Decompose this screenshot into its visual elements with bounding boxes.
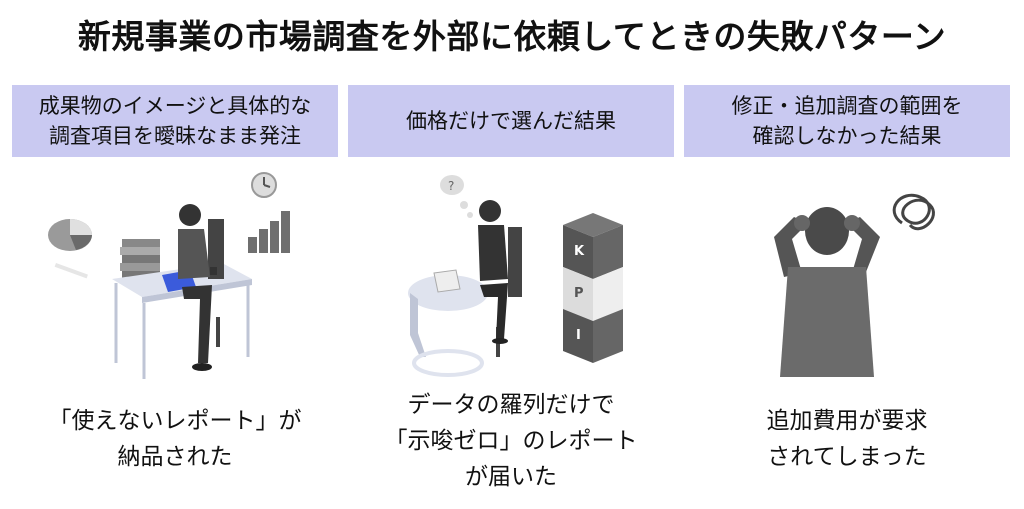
header-line: 修正・追加調査の範囲を — [731, 94, 963, 118]
kpi-letter-k: K — [574, 244, 585, 259]
caption-line: が届いた — [465, 464, 557, 490]
page-title: 新規事業の市場調査を外部に依頼してときの失敗パターン — [77, 17, 947, 56]
caption-line: 「示唆ゼロ」のレポート — [384, 428, 638, 454]
pattern-caption: データの羅列だけで 「示唆ゼロ」のレポート が届いた — [348, 387, 674, 495]
bar-chart-icon — [248, 211, 290, 253]
caption-line: データの羅列だけで — [407, 392, 615, 418]
pie-chart-icon — [48, 219, 92, 251]
thought-bubble-icon: ? — [440, 175, 473, 218]
kpi-blocks-icon: K P I — [563, 213, 623, 363]
failure-pattern-3: 修正・追加調査の範囲を 確認しなかった結果 追加費用が要求 されてしまった — [684, 85, 1010, 505]
header-line: 成果物のイメージと具体的な — [38, 94, 312, 118]
kpi-letter-i: I — [576, 328, 581, 343]
caption-line: 追加費用が要求 — [766, 408, 928, 434]
stressed-person-illustration — [774, 193, 935, 377]
header-line: 確認しなかった結果 — [752, 124, 942, 148]
clock-icon — [251, 172, 277, 198]
scribble-icon — [892, 193, 935, 231]
pattern-caption: 「使えないレポート」が 納品された — [12, 403, 338, 475]
pattern-header: 修正・追加調査の範囲を 確認しなかった結果 — [684, 85, 1010, 157]
caption-line: 「使えないレポート」が — [48, 408, 302, 434]
failure-pattern-1: 成果物のイメージと具体的な 調査項目を曖昧なまま発注 — [12, 85, 338, 505]
pattern-header: 価格だけで選んだ結果 — [348, 85, 674, 157]
failure-pattern-2: 価格だけで選んだ結果 ? K — [348, 85, 674, 505]
pattern-header: 成果物のイメージと具体的な 調査項目を曖昧なまま発注 — [12, 85, 338, 157]
caption-line: 納品された — [117, 444, 233, 470]
person-working-at-laptop-illustration — [48, 172, 290, 379]
header-line: 調査項目を曖昧なまま発注 — [49, 124, 301, 148]
kpi-letter-p: P — [574, 286, 584, 301]
pattern-caption: 追加費用が要求 されてしまった — [684, 403, 1010, 475]
header-line: 価格だけで選んだ結果 — [406, 109, 616, 133]
confused-person-at-desk-illustration: ? K P I — [408, 175, 623, 377]
caption-line: されてしまった — [767, 444, 927, 470]
svg-text:?: ? — [448, 179, 454, 193]
